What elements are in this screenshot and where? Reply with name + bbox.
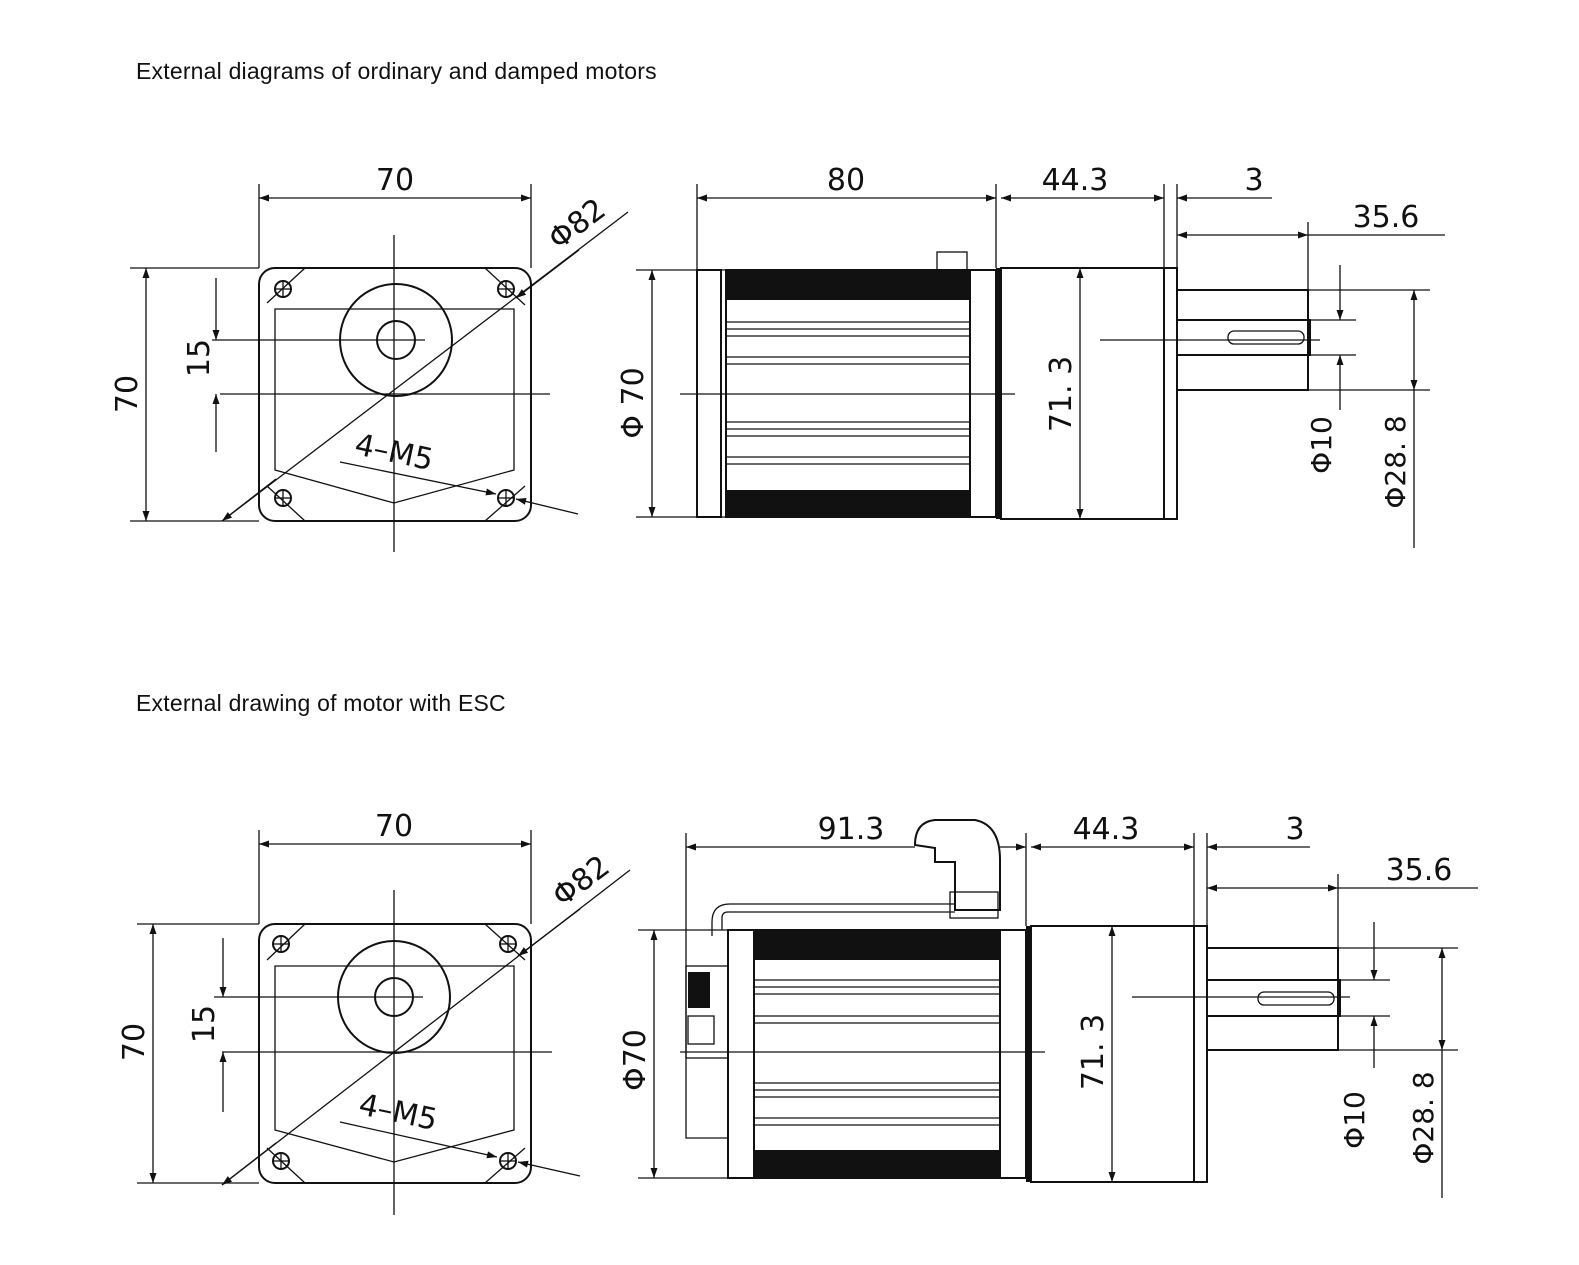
shaft <box>1206 979 1341 1017</box>
dim-body-diameter: Φ 70 <box>616 367 651 438</box>
dim-gearbox-length: 44.3 <box>1073 812 1140 847</box>
heading-motor-with-esc: External drawing of motor with ESC <box>136 690 506 716</box>
dim-boss-diameter: Φ28. 8 <box>1379 415 1412 508</box>
bottom-front-view: 70 70 15 Φ82 4–M5 <box>117 809 631 1215</box>
dim-gearbox-height: 71. 3 <box>1044 356 1079 432</box>
dim-width: 70 <box>376 163 414 198</box>
hole-tl <box>274 280 292 298</box>
dim-shaft-diameter: Φ10 <box>1338 1091 1371 1149</box>
dim-shaft-length: 35.6 <box>1353 200 1420 235</box>
dim-shaft-diameter: Φ10 <box>1305 416 1338 474</box>
shaft <box>1176 319 1311 356</box>
dim-diameter: Φ82 <box>542 192 612 257</box>
boss <box>1206 947 1339 1051</box>
dim-body-length: 91.3 <box>818 812 885 847</box>
dim-height: 70 <box>117 1023 152 1061</box>
dim-offset: 15 <box>187 1005 222 1043</box>
dim-flange: 3 <box>1285 812 1304 847</box>
motor-body <box>753 929 1001 1179</box>
dim-holes: 4–M5 <box>356 1087 441 1138</box>
hole-br <box>497 489 515 507</box>
dim-flange: 3 <box>1244 163 1263 198</box>
dim-gearbox-length: 44.3 <box>1042 163 1109 198</box>
top-side-view: 80 44.3 3 35.6 Φ 70 71. 3 Φ10 Φ28. 8 <box>616 163 1445 548</box>
dim-body-diameter: Φ70 <box>618 1029 653 1091</box>
flange <box>1163 267 1178 520</box>
dim-width: 70 <box>375 809 413 844</box>
dim-diameter: Φ82 <box>546 849 616 914</box>
top-front-view: 70 70 15 Φ82 4–M5 <box>110 163 629 552</box>
dim-offset: 15 <box>182 339 217 377</box>
hole-br <box>499 1152 517 1170</box>
dim-holes: 4–M5 <box>352 427 437 478</box>
dim-gearbox-height: 71. 3 <box>1076 1014 1111 1090</box>
dim-boss-diameter: Φ28. 8 <box>1407 1071 1440 1164</box>
bottom-side-view: 91.3 44.3 3 35.6 Φ70 71. 3 Φ10 Φ28. 8 <box>618 812 1478 1198</box>
hole-bl <box>274 489 292 507</box>
hole-tl <box>272 935 290 953</box>
dim-shaft-length: 35.6 <box>1386 853 1453 888</box>
flange-outline <box>258 923 532 1184</box>
hole-tr <box>499 935 517 953</box>
dim-height: 70 <box>110 375 145 413</box>
heading-ordinary-damped: External diagrams of ordinary and damped… <box>136 58 657 84</box>
hole-bl <box>272 1152 290 1170</box>
hole-tr <box>497 280 515 298</box>
gearbox <box>1000 267 1165 520</box>
flange <box>1193 925 1208 1183</box>
dim-body-length: 80 <box>827 163 865 198</box>
